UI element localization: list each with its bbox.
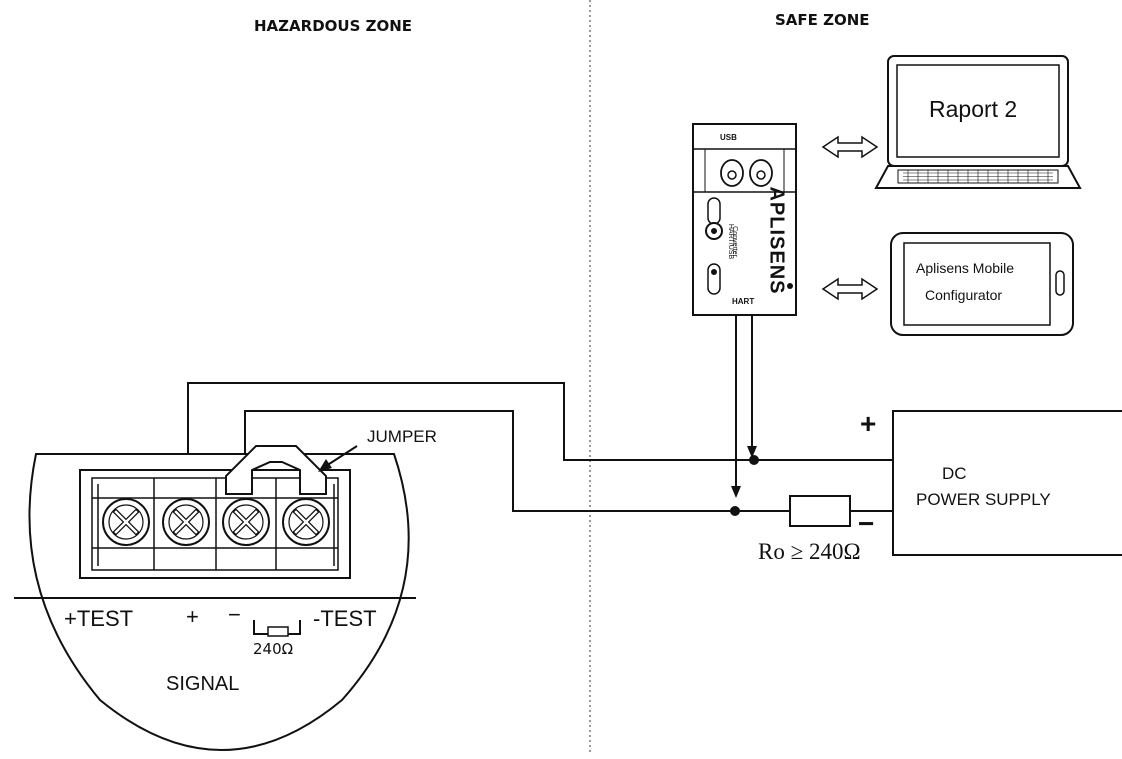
converter-leads: [735, 315, 753, 490]
jumper-label: JUMPER: [367, 427, 437, 446]
mobile-app-line2: Configurator: [925, 287, 1003, 303]
minus-terminal-label: −: [228, 602, 241, 627]
jumper: [225, 445, 327, 495]
laptop-screen-text: Raport 2: [929, 96, 1018, 122]
supply-plus-label: +: [860, 408, 877, 439]
power-supply-line1: DC: [942, 464, 967, 483]
minus-test-label: -TEST: [313, 606, 377, 631]
screw-terminal-icon: [282, 498, 330, 546]
load-resistor-note: Ro ≥ 240Ω: [758, 539, 861, 564]
internal-resistor-label: 240Ω: [253, 640, 294, 658]
junction-dot: [730, 506, 740, 516]
safe-zone-label: SAFE ZONE: [775, 11, 870, 29]
junction-dot: [749, 455, 759, 465]
laptop-icon: [874, 55, 1082, 189]
converter-model-line2: Converter: [730, 226, 738, 257]
converter-hart-label: HART: [732, 297, 755, 306]
plus-terminal-label: +: [186, 604, 199, 629]
converter-usb-label: USB: [720, 133, 737, 142]
jumper-pointer: [325, 445, 358, 467]
plus-test-label: +TEST: [64, 606, 134, 631]
power-supply-line2: POWER SUPPLY: [916, 490, 1051, 509]
double-arrow-icon: [821, 135, 879, 159]
tablet-icon: [890, 232, 1074, 336]
converter-icon: [692, 123, 797, 316]
resistor-body: [267, 626, 289, 637]
hazardous-zone-label: HAZARDOUS ZONE: [254, 17, 413, 35]
screw-terminal-icon: [162, 498, 210, 546]
screw-terminal-icon: [222, 498, 270, 546]
arrow-head: [747, 446, 757, 458]
signal-label: SIGNAL: [166, 673, 240, 695]
double-arrow-icon: [821, 277, 879, 301]
resistor-icon: [789, 495, 851, 527]
jumper-pointer-head: [318, 459, 332, 472]
converter-brand: APLISENS: [765, 186, 788, 295]
arrow-head: [731, 486, 741, 498]
loop-wiring: [187, 382, 893, 512]
mobile-app-line1: Aplisens Mobile: [916, 260, 1015, 276]
power-supply-box: [892, 410, 1122, 556]
screw-terminal-icon: [102, 498, 150, 546]
supply-minus-label: −: [858, 508, 875, 539]
